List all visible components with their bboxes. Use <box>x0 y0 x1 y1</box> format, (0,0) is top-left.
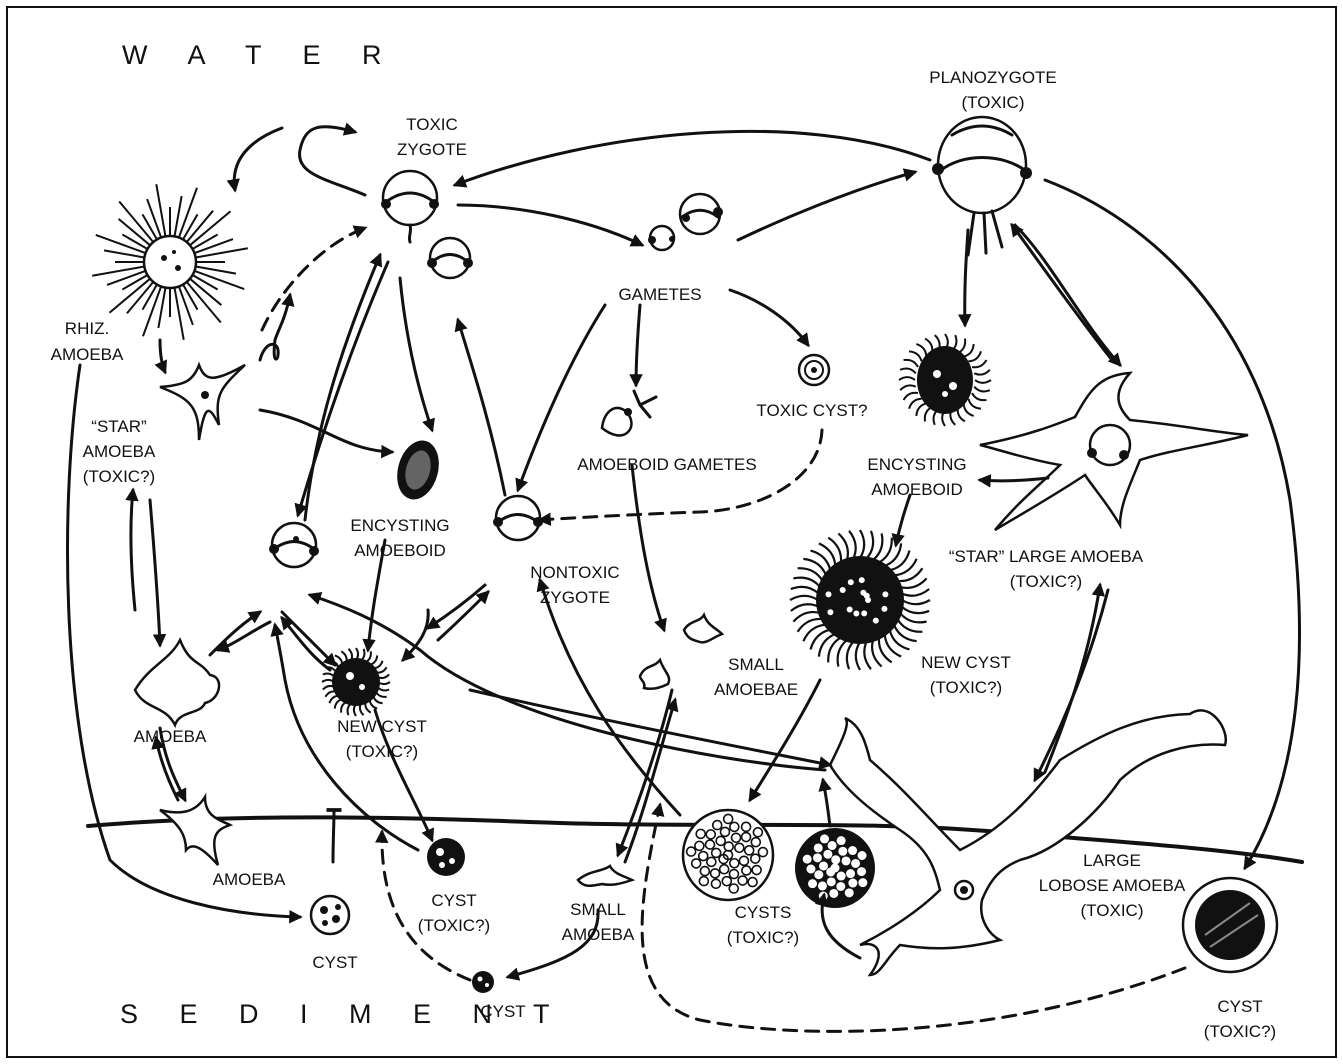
star-amoeba-label: “STAR”AMOEBA(TOXIC?) <box>83 417 156 486</box>
cyst-left-label: CYST <box>312 953 357 972</box>
gametes-label: GAMETES <box>618 285 701 304</box>
star-amoeba-icon <box>159 361 246 441</box>
small-amoeba-icon <box>576 864 636 887</box>
large-lobose-amoeba-icon <box>828 709 1228 977</box>
cyst-large-2-icon <box>795 828 875 908</box>
cyst-toxic-left-label: CYST(TOXIC?) <box>418 891 490 935</box>
zygote-small-icon <box>427 236 473 280</box>
new-cyst-right-label: NEW CYST(TOXIC?) <box>921 653 1011 697</box>
star-large-amoeba-label: “STAR” LARGE AMOEBA(TOXIC?) <box>949 547 1144 591</box>
diagram-border <box>6 6 1337 1058</box>
nontoxic-zygote-icon <box>493 494 543 542</box>
lifecycle-arrows <box>66 122 1301 1033</box>
gamete-large-icon <box>678 192 723 236</box>
star-large-amoeba-icon <box>979 371 1249 532</box>
rhizopodial-amoeba-icon <box>92 184 248 340</box>
cysts-toxic-label: CYSTS(TOXIC?) <box>727 903 799 947</box>
rhiz-amoeba-label: RHIZ.AMOEBA <box>51 319 124 364</box>
sediment-zone-label: S E D I M E N T <box>120 999 567 1029</box>
encysting-amoeboid-left-icon <box>397 440 439 500</box>
new-cyst-left-icon <box>321 647 391 717</box>
cyst-left-icon <box>309 894 351 936</box>
amoeboid-gamete-2-icon <box>632 389 658 419</box>
planozygote-label: PLANOZYGOTE(TOXIC) <box>929 68 1057 112</box>
amoeboid-gamete-icon <box>600 406 633 437</box>
encysting-amoeboid-right-icon <box>898 333 992 427</box>
amoeboid-gametes-label: AMOEBOID GAMETES <box>577 455 756 474</box>
toxic-cyst-label: TOXIC CYST? <box>756 401 867 420</box>
amoeba-lower-icon <box>159 792 234 866</box>
cyst-toxic-left-icon <box>427 838 465 876</box>
gamete-small-icon <box>648 224 676 252</box>
cyst-bottom-label: CYST <box>480 1002 525 1021</box>
amoeba-upper-label: AMOEBA <box>134 727 207 746</box>
water-zone-label: W A T E R <box>122 40 399 70</box>
new-cyst-left-label: NEW CYST(TOXIC?) <box>337 717 427 761</box>
zygote-left-icon <box>269 521 319 569</box>
amoeba-lower-label: AMOEBA <box>213 870 286 889</box>
cyst-bottom-icon <box>472 971 494 993</box>
planozygote-icon <box>932 115 1032 257</box>
amoeba-upper-icon <box>133 636 221 729</box>
small-amoebae-icon <box>638 612 725 691</box>
cyst-large-1-icon <box>681 808 775 902</box>
toxic-zygote-icon <box>381 169 439 244</box>
cyst-toxic-right-icon <box>1181 876 1279 974</box>
new-cyst-right-icon <box>789 529 931 671</box>
cyst-toxic-right-label: CYST(TOXIC?) <box>1204 997 1276 1041</box>
toxic-cyst-icon <box>797 353 831 387</box>
